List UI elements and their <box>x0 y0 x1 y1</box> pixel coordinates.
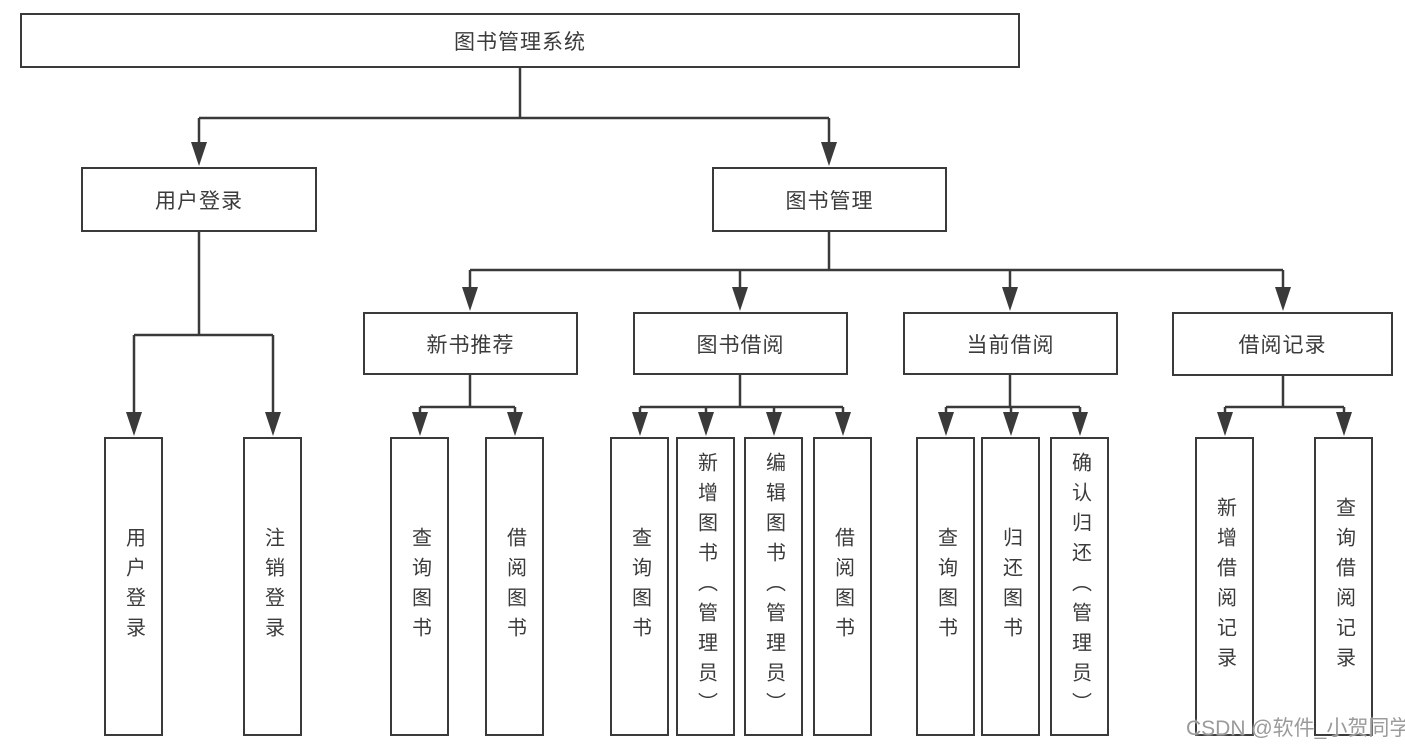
leaf-query-borrow-record-label: 查询借阅记录 <box>1332 496 1355 677</box>
leaf-add-borrow-record: 新增借阅记录 <box>1195 437 1254 736</box>
leaf-query-books-current: 查询图书 <box>916 437 975 736</box>
leaf-query-books-recommend: 查询图书 <box>390 437 449 736</box>
leaf-query-books-recommend-label: 查询图书 <box>408 526 431 647</box>
leaf-logout-label: 注销登录 <box>261 526 284 647</box>
node-user-login: 用户登录 <box>81 167 317 232</box>
leaf-return-book: 归还图书 <box>981 437 1040 736</box>
leaf-query-borrow-record: 查询借阅记录 <box>1314 437 1373 736</box>
node-book-borrow-label: 图书借阅 <box>696 333 785 357</box>
leaf-borrow-books-borrow: 借阅图书 <box>813 437 872 736</box>
node-user-login-label: 用户登录 <box>155 189 243 213</box>
node-library-system: 图书管理系统 <box>20 13 1020 68</box>
leaf-return-book-label: 归还图书 <box>999 526 1022 647</box>
leaf-edit-book-admin-label: 编辑图书（管理员） <box>762 451 785 722</box>
node-borrow-records: 借阅记录 <box>1172 312 1393 376</box>
leaf-borrow-books-recommend-label: 借阅图书 <box>503 526 526 647</box>
node-new-book-recommend-label: 新书推荐 <box>426 333 515 357</box>
leaf-user-login-label: 用户登录 <box>122 526 145 647</box>
node-current-borrow-label: 当前借阅 <box>966 333 1055 357</box>
leaf-query-books-borrow: 查询图书 <box>610 437 669 736</box>
node-book-management-label: 图书管理 <box>785 189 874 213</box>
leaf-add-book-admin-label: 新增图书（管理员） <box>694 451 717 722</box>
csdn-watermark: CSDN @软件_小贺同学 <box>1186 717 1405 740</box>
leaf-edit-book-admin: 编辑图书（管理员） <box>744 437 803 736</box>
leaf-add-book-admin: 新增图书（管理员） <box>676 437 735 736</box>
node-current-borrow: 当前借阅 <box>903 312 1118 375</box>
leaf-logout: 注销登录 <box>243 437 302 736</box>
leaf-query-books-borrow-label: 查询图书 <box>628 526 651 647</box>
node-book-management: 图书管理 <box>712 167 947 232</box>
node-new-book-recommend: 新书推荐 <box>363 312 578 375</box>
leaf-query-books-current-label: 查询图书 <box>934 526 957 647</box>
node-book-borrow: 图书借阅 <box>633 312 848 375</box>
leaf-user-login: 用户登录 <box>104 437 163 736</box>
leaf-confirm-return-admin: 确认归还（管理员） <box>1050 437 1109 736</box>
leaf-borrow-books-recommend: 借阅图书 <box>485 437 544 736</box>
leaf-borrow-books-borrow-label: 借阅图书 <box>831 526 854 647</box>
arrowheads <box>126 142 1352 436</box>
node-borrow-records-label: 借阅记录 <box>1238 334 1327 357</box>
leaf-add-borrow-record-label: 新增借阅记录 <box>1213 496 1236 677</box>
node-library-system-label: 图书管理系统 <box>454 30 586 54</box>
leaf-confirm-return-admin-label: 确认归还（管理员） <box>1068 451 1091 722</box>
